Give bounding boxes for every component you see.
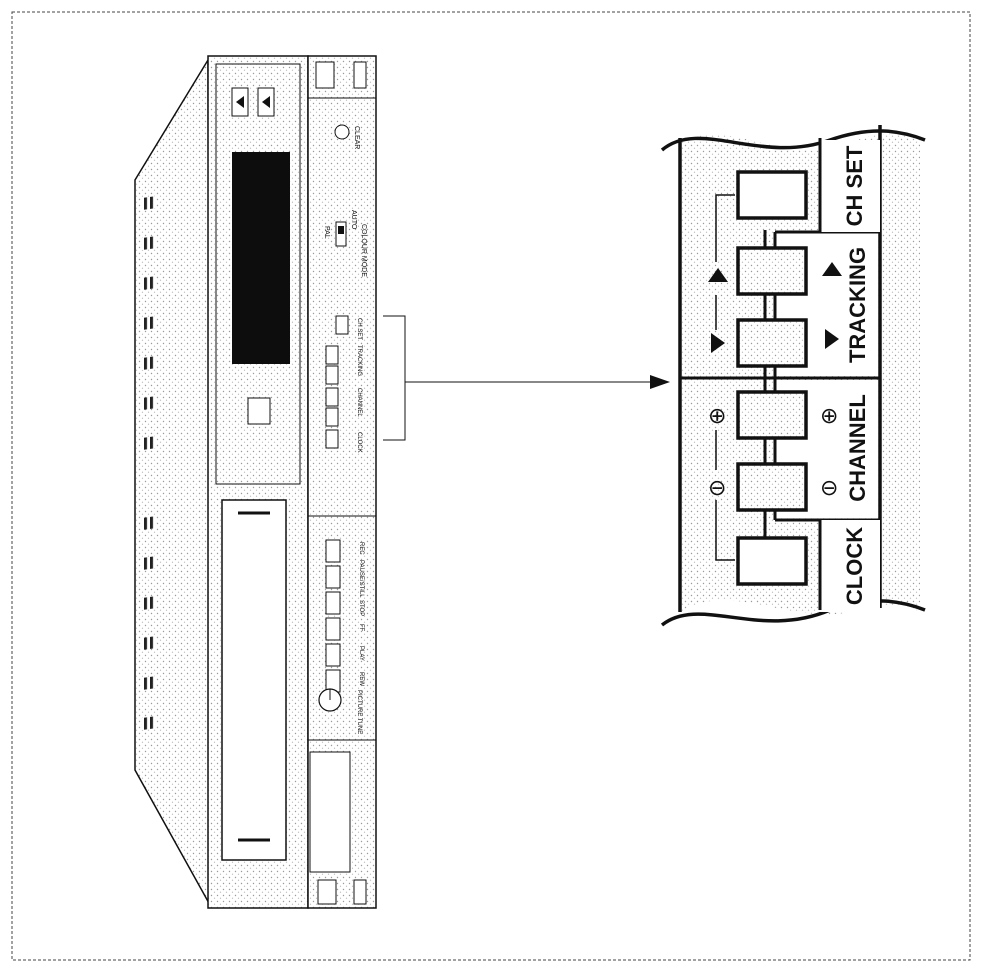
clock-button[interactable] — [736, 536, 808, 586]
detail-bracket — [383, 315, 406, 441]
channel-plus-label-icon: ⊕ — [820, 403, 838, 428]
channel-minus-icon: ⊖ — [708, 475, 726, 500]
transport-controls: REC PAUSE/STILL STOP FF PLAY REW — [325, 539, 364, 693]
display-window — [232, 152, 290, 364]
colour-mode-label: COLOUR MODE — [360, 224, 367, 277]
page-frame — [11, 11, 971, 961]
rec-label: REC — [358, 542, 364, 555]
front-flap — [309, 751, 351, 873]
play-button[interactable] — [325, 643, 341, 667]
rew-label: REW — [358, 672, 364, 686]
cassette-door — [221, 499, 287, 861]
detail-callout: ⊕ ⊖ ⊕ ⊖ CH SET TRACKING CHANNEL CLOCK — [660, 125, 926, 627]
pause-label: PAUSE/STILL — [358, 560, 364, 598]
tracking-down-icon — [711, 333, 725, 353]
stop-button[interactable] — [325, 591, 341, 615]
picture-tune-label: PICTURE TUNE — [356, 690, 362, 734]
small-tracking-down-button[interactable] — [325, 365, 339, 385]
pointer-arrow — [405, 375, 670, 389]
auto-label: AUTO — [350, 210, 357, 230]
small-clock-button[interactable] — [325, 429, 339, 449]
ff-button[interactable] — [325, 617, 341, 641]
small-tracking-up-button[interactable] — [325, 345, 339, 365]
small-ch-set-label: CH SET — [356, 318, 362, 340]
clear-label: CLEAR — [353, 126, 360, 149]
channel-plus-button[interactable] — [736, 390, 808, 440]
tracking-label: TRACKING — [845, 247, 870, 363]
clear-knob[interactable] — [334, 124, 350, 140]
small-button-cluster: CH SET TRACKING CHANNEL CLOCK — [325, 315, 362, 453]
small-tracking-label: TRACKING — [356, 345, 362, 376]
ff-label: FF — [358, 624, 364, 632]
small-clock-label: CLOCK — [356, 432, 362, 453]
small-channel-label: CHANNEL — [356, 388, 362, 417]
ch-set-label: CH SET — [842, 145, 867, 226]
vcr-unit: CLEAR PAL AUTO COLOUR MODE CH SET TRACKI… — [134, 55, 406, 909]
small-channel-plus-button[interactable] — [325, 387, 339, 407]
ch-set-button[interactable] — [736, 170, 808, 220]
vent-grille — [142, 196, 156, 731]
pal-label: PAL — [323, 226, 330, 239]
stop-label: STOP — [358, 600, 364, 616]
tracking-down-button[interactable] — [736, 318, 808, 368]
channel-minus-button[interactable] — [736, 462, 808, 512]
power-button[interactable] — [247, 397, 271, 425]
vcr-top-panel — [134, 57, 211, 906]
small-channel-minus-button[interactable] — [325, 407, 339, 427]
rec-button[interactable] — [325, 539, 341, 563]
channel-plus-icon: ⊕ — [708, 403, 726, 428]
channel-minus-label-icon: ⊖ — [820, 475, 838, 500]
play-label: PLAY — [358, 646, 364, 661]
channel-label: CHANNEL — [845, 394, 870, 502]
clock-label: CLOCK — [842, 527, 867, 605]
pause-button[interactable] — [325, 565, 341, 589]
tracking-up-icon — [708, 268, 728, 282]
small-ch-set-button[interactable] — [335, 315, 349, 335]
tracking-up-button[interactable] — [736, 246, 808, 296]
tracking-down-label-icon — [825, 329, 839, 349]
tracking-up-label-icon — [822, 262, 842, 276]
